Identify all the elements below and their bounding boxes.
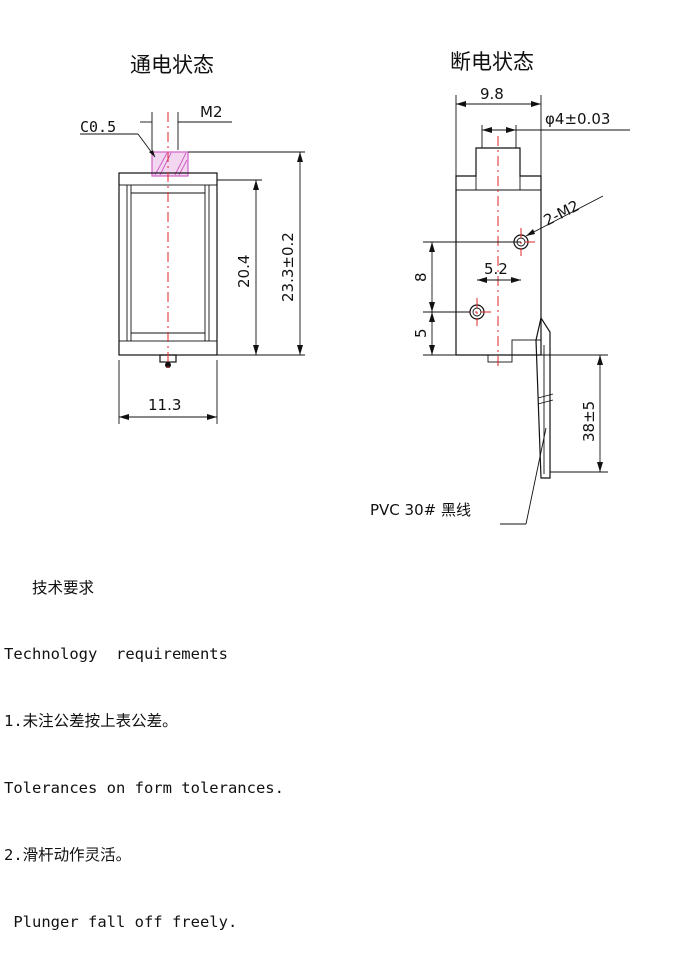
notes-line: Technology requirements — [4, 645, 228, 664]
arrow-head — [482, 127, 492, 133]
lead-wire-label: PVC 30# 黑线 — [370, 501, 471, 519]
thread-label: M2 — [200, 103, 223, 121]
arrow-head — [119, 414, 129, 420]
holes-leader — [525, 195, 604, 237]
arrow-head — [253, 180, 259, 190]
arrow-head — [456, 101, 466, 107]
deenergized-view: 断电状态 9.8 φ4±0.03 — [370, 50, 630, 525]
arrow-head — [511, 277, 521, 283]
right-width-label: 9.8 — [480, 85, 504, 103]
inner-height-label: 20.4 — [235, 255, 253, 288]
arrow-head — [597, 462, 603, 472]
plunger-end — [165, 362, 171, 368]
hole-spacing-label: 8 — [412, 272, 430, 282]
arrow-head — [506, 127, 516, 133]
hatch-line — [154, 152, 168, 176]
notes-heading: 技术要求 — [4, 578, 94, 597]
hatch-line — [174, 152, 187, 176]
notes-line: Tolerances on form tolerances. — [4, 779, 284, 798]
technical-notes: 技术要求 Technology requirements 1.未注公差按上表公差… — [4, 532, 284, 956]
arrow-head — [149, 150, 155, 157]
notes-line: Plunger fall off freely. — [4, 913, 238, 932]
lead-length-label: 38±5 — [580, 401, 598, 442]
arrow-head — [429, 345, 435, 355]
arrow-head — [207, 414, 217, 420]
energized-view: 通电状态 C0.5 M2 — [80, 53, 305, 424]
energized-title: 通电状态 — [130, 53, 214, 77]
deenergized-title: 断电状态 — [450, 50, 534, 74]
bottom-tab — [487, 354, 513, 363]
diameter-label: φ4±0.03 — [545, 110, 610, 128]
chamfer-label: C0.5 — [80, 118, 116, 136]
arrow-head — [429, 312, 435, 322]
arrow-head — [429, 302, 435, 312]
arrow-head — [429, 242, 435, 252]
body-outline — [455, 147, 542, 355]
arrow-head — [297, 345, 303, 355]
arrow-head — [531, 101, 541, 107]
break-mark — [537, 393, 554, 399]
wire-leader — [525, 427, 547, 525]
break-mark — [537, 399, 554, 405]
notes-line: 1.未注公差按上表公差。 — [4, 712, 178, 731]
drawing-canvas: 通电状态 C0.5 M2 — [80, 50, 630, 525]
hole-bottom-label: 5 — [412, 328, 430, 338]
arrow-head — [597, 355, 603, 365]
arrow-head — [253, 345, 259, 355]
holes-label: 2-M2 — [541, 197, 583, 230]
arrow-head — [297, 152, 303, 162]
total-height-label: 23.3±0.2 — [279, 232, 297, 302]
arrow-head — [477, 277, 487, 283]
hatch-line — [159, 152, 172, 176]
arrow-head — [526, 229, 535, 236]
notes-line: 2.滑杆动作灵活。 — [4, 846, 132, 865]
hole-offset-label: 5.2 — [484, 260, 508, 278]
width-label: 11.3 — [148, 396, 181, 414]
